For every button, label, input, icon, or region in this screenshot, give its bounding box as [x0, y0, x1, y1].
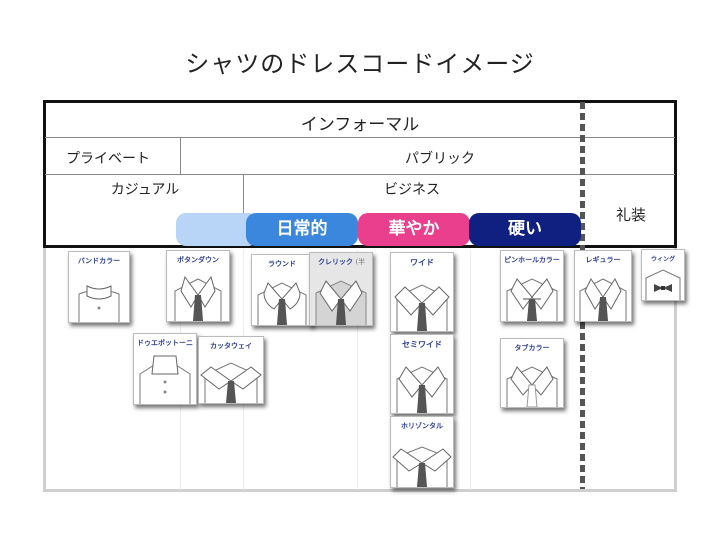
tab-collar-icon — [506, 366, 558, 407]
collar-card-band: バンドカラー — [68, 251, 130, 323]
horizontal-collar-icon — [392, 446, 452, 487]
collar-card-wing: ウィング — [641, 249, 685, 301]
pill-label: 硬い — [508, 219, 542, 239]
collar-card-cutaway: カッタウェイ — [198, 336, 264, 404]
collar-label: ホリゾンタル — [401, 422, 443, 430]
collar-card-wide: ワイド — [390, 252, 454, 332]
collar-label: カッタウェイ — [210, 342, 252, 350]
collar-label: ワイド — [410, 258, 434, 267]
regular-collar-icon — [579, 278, 627, 321]
pill-everyday: 日常的 — [246, 213, 358, 246]
informal-label: インフォーマル — [300, 115, 420, 135]
cutaway-collar-icon — [200, 362, 262, 403]
collar-label: タブカラー — [514, 344, 550, 352]
pill-label: 日常的 — [276, 219, 328, 239]
collar-card-horizontal: ホリゾンタル — [390, 416, 454, 488]
col-divider — [180, 138, 181, 174]
pill-gorgeous: 華やか — [358, 213, 470, 246]
pill-stiff: 硬い — [469, 213, 581, 246]
collar-label: レギュラー — [585, 256, 621, 264]
collar-card-tab: タブカラー — [500, 338, 564, 408]
collar-card-cleric: クレリック (半 — [309, 252, 373, 326]
collar-area — [43, 248, 677, 492]
wing-collar-icon — [645, 269, 681, 300]
pill-light — [176, 213, 258, 246]
round-collar-icon — [257, 282, 307, 325]
collar-label: ウィング — [650, 256, 675, 263]
collar-label: セミワイド — [402, 340, 442, 349]
guide-line — [470, 250, 471, 490]
business-label: ビジネス — [384, 182, 440, 198]
semiwide-collar-icon — [396, 366, 448, 413]
band-collar-icon — [78, 285, 120, 322]
collar-label: ドゥエボットーニ — [137, 339, 193, 347]
collar-card-buttondown: ボタンダウン — [166, 250, 230, 322]
collar-card-pinhole: ピンホールカラー — [500, 250, 564, 322]
row-divider — [45, 137, 675, 138]
guide-line — [357, 250, 358, 490]
collar-label: ボタンダウン — [177, 256, 219, 264]
row-divider — [45, 174, 675, 175]
collar-card-regular: レギュラー — [574, 250, 632, 322]
pill-label: 華やか — [388, 219, 440, 239]
casual-label: カジュアル — [110, 182, 180, 198]
cleric-collar-icon — [315, 280, 367, 325]
pinhole-collar-icon — [506, 278, 558, 321]
private-label: プライベート — [66, 151, 150, 167]
collar-label: バンドカラー — [77, 257, 121, 265]
collar-label: ピンホールカラー — [504, 256, 560, 264]
dress-code-table — [43, 100, 677, 248]
duebottoni-collar-icon — [139, 355, 191, 404]
col-divider — [243, 175, 244, 213]
collar-label: ラウンド — [268, 260, 296, 268]
collar-card-round: ラウンド — [251, 254, 313, 326]
collar-card-duebottoni: ドゥエボットーニ — [133, 333, 197, 405]
page-title: シャツのドレスコードイメージ — [185, 50, 535, 78]
collar-label: クレリック (半 — [318, 258, 366, 266]
public-label: パブリック — [405, 151, 475, 167]
buttondown-collar-icon — [174, 275, 222, 321]
wide-collar-icon — [394, 284, 450, 331]
formal-label: 礼装 — [615, 206, 646, 224]
collar-card-semiwide: セミワイド — [390, 334, 454, 414]
